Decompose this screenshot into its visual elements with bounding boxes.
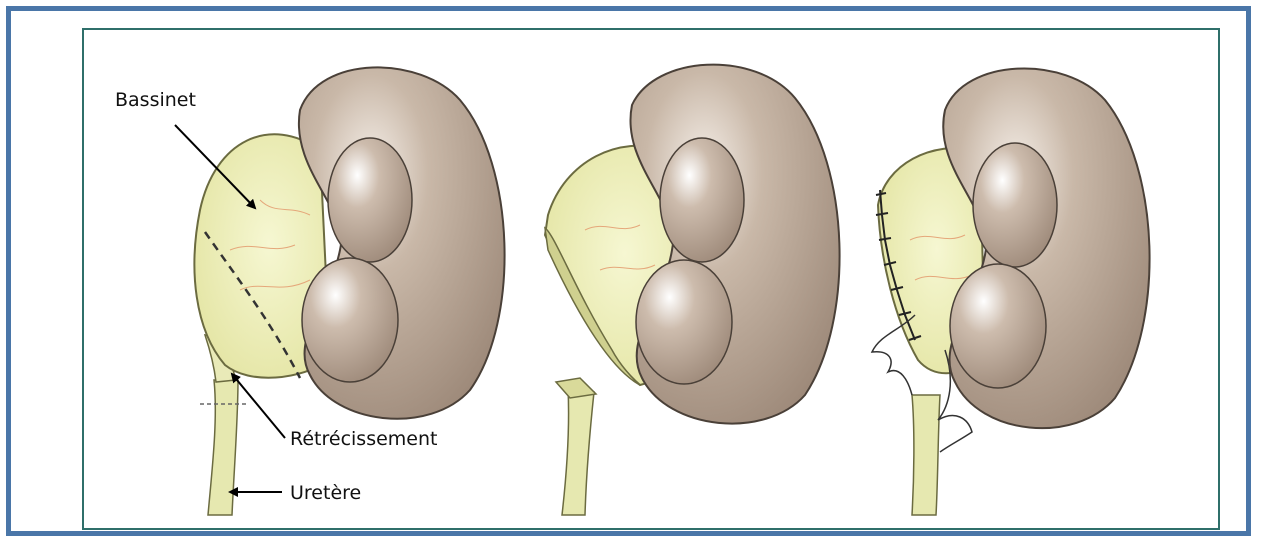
ureter-2: [562, 388, 594, 515]
kidney-lobe-lower-2: [636, 260, 732, 384]
figure-1-stenosis: Bassinet Rétrécissement Uretère: [115, 67, 505, 515]
label-bassinet: Bassinet: [115, 89, 196, 111]
label-uretere: Uretère: [290, 482, 361, 504]
figure-2-resection: [545, 65, 840, 515]
kidney-lobe-upper-1: [328, 138, 412, 262]
ureter-1: [208, 380, 238, 515]
kidney-lobe-lower-3: [950, 264, 1046, 388]
arrow-retrecissement: [232, 374, 285, 438]
ureter-spatulated-end: [556, 378, 596, 398]
kidney-lobe-upper-2: [660, 138, 744, 262]
figure-3-anastomosis: [872, 68, 1150, 515]
kidney-lobe-upper-3: [973, 143, 1057, 267]
label-retrecissement: Rétrécissement: [290, 428, 437, 450]
ureter-3: [912, 395, 940, 515]
kidney-lobe-lower-1: [302, 258, 398, 382]
